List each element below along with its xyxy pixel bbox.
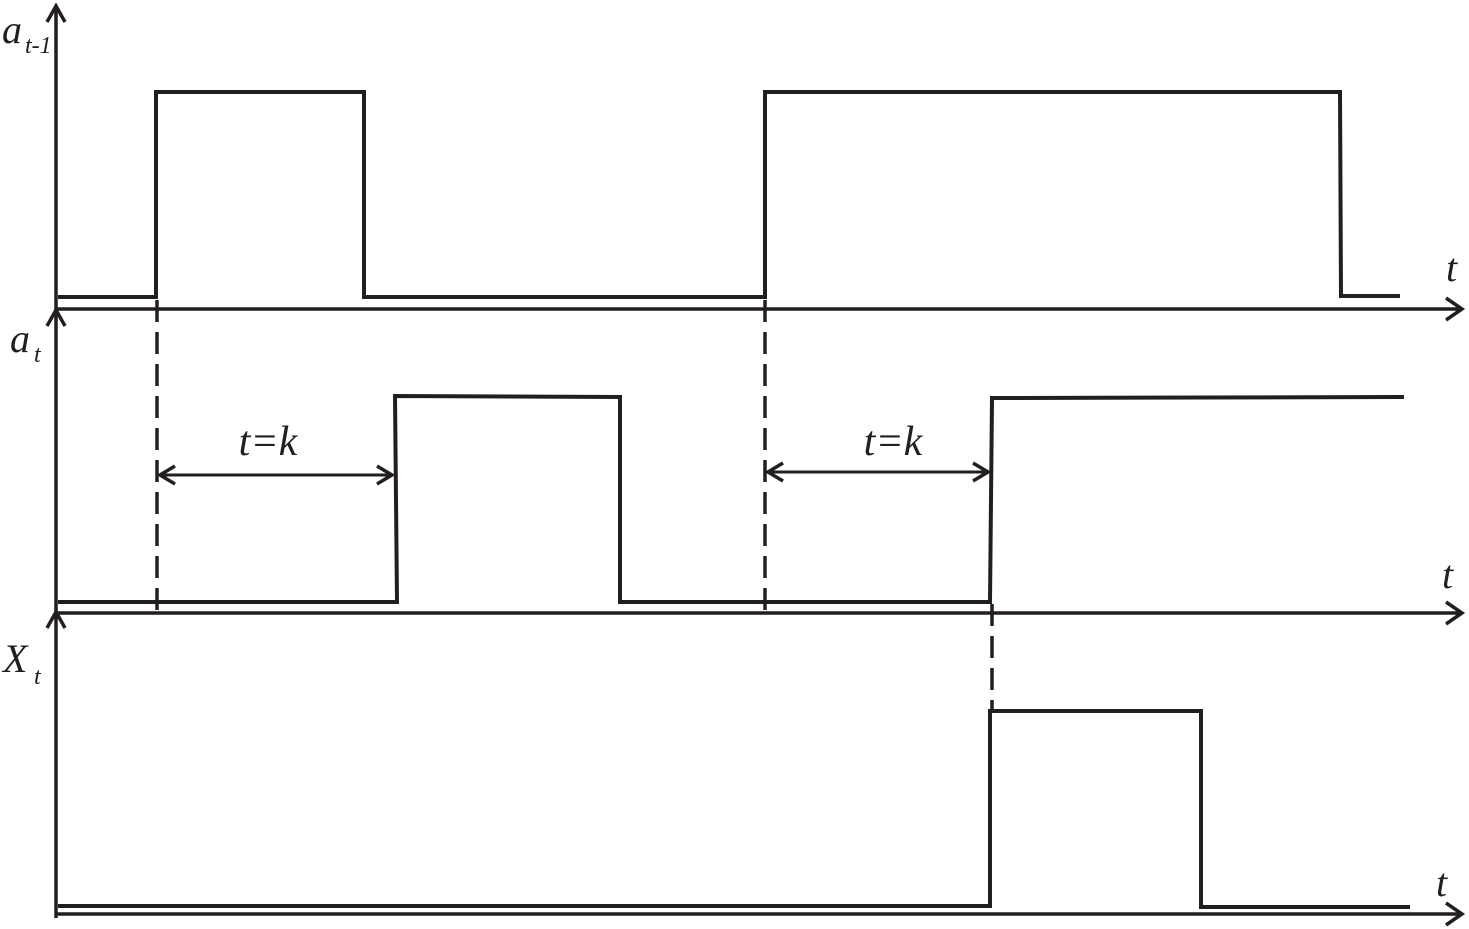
delay-2-label: t=k xyxy=(864,419,924,465)
signal-label-x-t: X xyxy=(1,636,29,681)
delay-1-arrow-left xyxy=(156,464,176,486)
panel-x-t: X t t xyxy=(1,636,1466,927)
time-axis-arrow-panel2 xyxy=(1445,600,1466,626)
y-axis-arrow-top xyxy=(45,2,67,23)
time-label-panel3: t xyxy=(1436,860,1448,905)
signal-subscript-x-t: t xyxy=(34,664,42,690)
waveform-a-t-minus-1 xyxy=(58,90,1400,299)
delay-2-arrow-left xyxy=(764,461,784,483)
waveform-a-t xyxy=(58,393,1405,604)
signal-subscript-a-t-minus-1: t-1 xyxy=(25,33,52,59)
delay-1-label: t=k xyxy=(239,419,299,465)
delay-annotation-1: t=k xyxy=(156,419,396,486)
time-label-panel2: t xyxy=(1442,552,1454,597)
delay-annotation-2: t=k xyxy=(764,419,992,483)
signal-label-a-t: a xyxy=(10,316,30,361)
delay-1-arrow-right xyxy=(376,464,396,486)
time-axis-arrow-panel3 xyxy=(1445,901,1466,927)
time-axis-arrow-panel1 xyxy=(1445,296,1466,322)
time-label-panel1: t xyxy=(1446,245,1458,290)
signal-label-a-t-minus-1: a xyxy=(2,7,22,52)
panel-a-t: a t t t=k t=k xyxy=(10,316,1466,626)
waveform-x-t xyxy=(58,709,1410,909)
panel-a-t-minus-1: a t-1 t xyxy=(2,7,1466,322)
signal-subscript-a-t: t xyxy=(34,342,42,368)
delay-2-arrow-right xyxy=(972,461,992,483)
